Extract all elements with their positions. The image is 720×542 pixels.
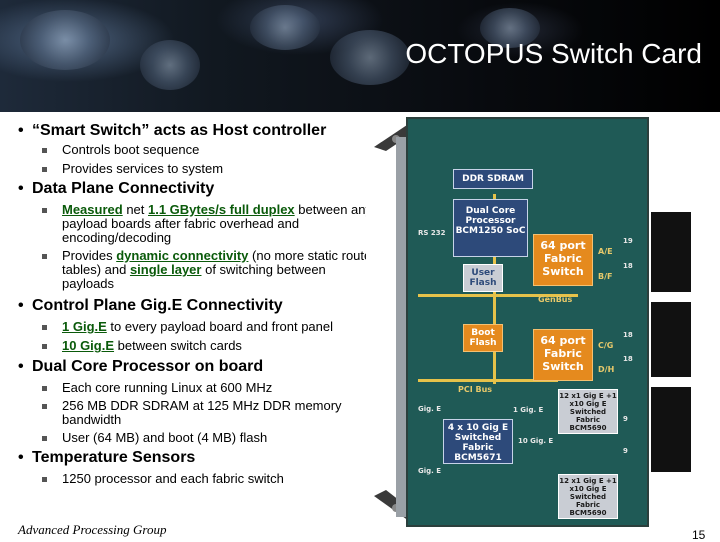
backplane-connector (651, 387, 691, 472)
count-label: 19 (623, 237, 633, 245)
header-photo (20, 10, 110, 70)
bullet-heading: •Temperature Sensors (18, 449, 196, 466)
slide-title: OCTOPUS Switch Card (405, 38, 702, 69)
fabric-switch-1: 64 port Fabric Switch (533, 234, 593, 286)
gige-port-label: Gig. E (418, 405, 442, 413)
gige-port-label: Gig. E (418, 467, 442, 475)
backplane-connector (651, 302, 691, 377)
bf-label: B/F (598, 272, 613, 281)
bullet-list: •“Smart Switch” acts as Host controller … (18, 121, 378, 486)
page-number: 15 (692, 528, 706, 542)
switch-top-block: 12 x1 Gig E +1 x10 Gig E Switched Fabric… (558, 389, 618, 434)
dh-label: D/H (598, 365, 615, 374)
gige-switch-block: 4 x 10 Gig E Switched Fabric BCM5671 (443, 419, 513, 464)
boot-flash-block: Boot Flash (463, 324, 503, 352)
count-label: 18 (623, 331, 633, 339)
pci-bus-label: PCI Bus (458, 385, 493, 394)
backplane-connector (651, 212, 691, 292)
fabric-switch-2: 64 port Fabric Switch (533, 329, 593, 381)
count-label: 18 (623, 355, 633, 363)
bus-line (418, 379, 558, 382)
header-banner: OCTOPUS Switch Card (0, 0, 720, 112)
genbus-label: GenBus (538, 295, 573, 304)
pcb: DDR SDRAM Dual Core Processor BCM1250 So… (406, 117, 649, 527)
header-photo (330, 30, 410, 85)
user-flash-block: User Flash (463, 264, 503, 292)
sub-bullet: Each core running Linux at 600 MHz (38, 381, 378, 395)
bullet-heading: •Dual Core Processor on board (18, 358, 264, 375)
sub-bullet: Measured net 1.1 GBytes/s full duplex be… (38, 203, 372, 245)
cpu-block: Dual Core Processor BCM1250 SoC (453, 199, 528, 257)
header-photo (480, 8, 540, 48)
footer-group: Advanced Processing Group (18, 522, 167, 537)
board-diagram: DDR SDRAM Dual Core Processor BCM1250 So… (366, 117, 701, 527)
ae-label: A/E (598, 247, 613, 256)
sub-bullet: 10 Gig.E between switch cards (38, 339, 378, 353)
header-photo (250, 5, 320, 50)
sub-bullet: User (64 MB) and boot (4 MB) flash (38, 431, 378, 445)
rs232-label: RS 232 (418, 229, 446, 237)
bullet-heading: •Control Plane Gig.E Connectivity (18, 297, 283, 314)
switch-bottom-block: 12 x1 Gig E +1 x10 Gig E Switched Fabric… (558, 474, 618, 519)
sub-bullet: Provides dynamic connectivity (no more s… (38, 249, 372, 291)
count-label: 9 (623, 415, 628, 423)
sub-bullet: Controls boot sequence (38, 143, 378, 157)
sub-bullet: Provides services to system (38, 162, 378, 176)
count-label: 18 (623, 262, 633, 270)
cg-label: C/G (598, 341, 614, 350)
gige-1-label: 1 Gig. E (513, 406, 544, 414)
sub-bullet: 256 MB DDR SDRAM at 125 MHz DDR memory b… (38, 399, 372, 427)
bullet-heading: •Data Plane Connectivity (18, 180, 215, 197)
ddr-sdram-block: DDR SDRAM (453, 169, 533, 189)
gige-10-label: 10 Gig. E (518, 437, 554, 445)
bus-line (418, 294, 578, 297)
count-label: 9 (623, 447, 628, 455)
header-photo (140, 40, 200, 90)
sub-bullet: 1 Gig.E to every payload board and front… (38, 320, 372, 334)
sub-bullet: 1250 processor and each fabric switch (38, 472, 378, 486)
bullet-heading: •“Smart Switch” acts as Host controller (18, 122, 327, 139)
